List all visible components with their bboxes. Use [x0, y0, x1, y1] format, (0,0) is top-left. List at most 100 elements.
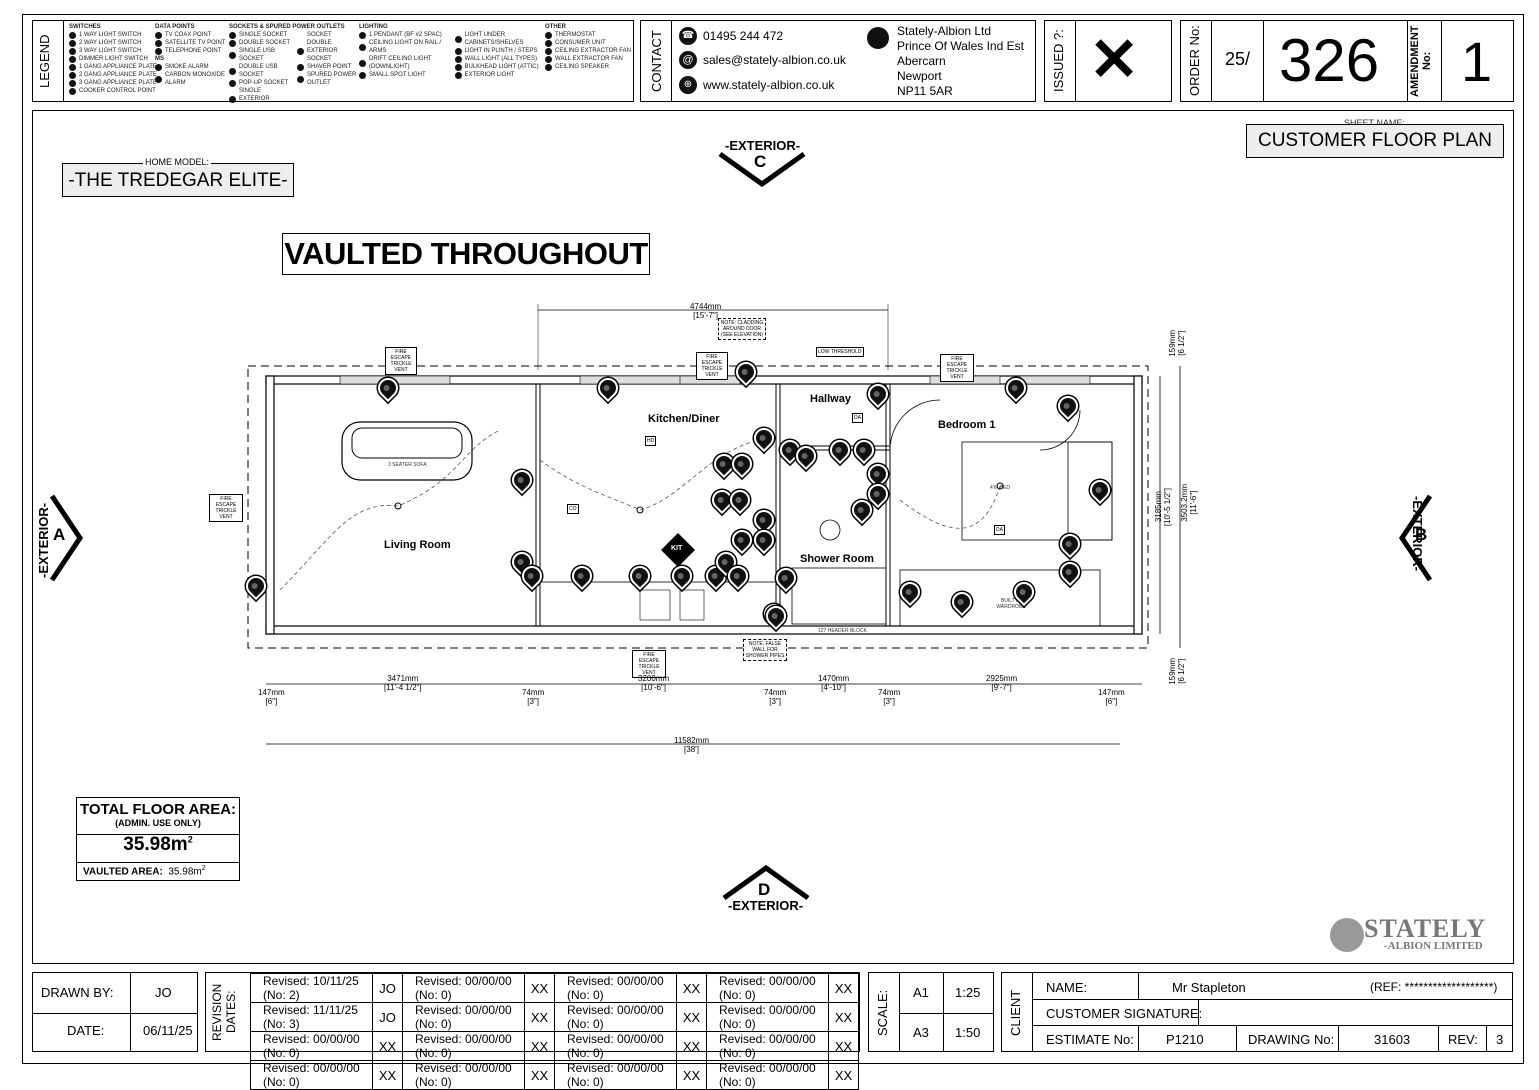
revision-entry: Revised: 00/00/00 (No: 0) — [554, 1031, 677, 1061]
exterior-b-label: -EXTERIOR- — [1410, 496, 1425, 572]
email-link[interactable]: sales@stately-albion.co.uk — [703, 53, 846, 67]
room-hallway-label: Hallway — [810, 393, 851, 405]
revision-entry: Revised: 10/11/25 (No: 2) — [250, 973, 373, 1003]
vaulted-box: VAULTED THROUGHOUT — [282, 233, 650, 275]
contact-panel: CONTACT ☎ 01495 244 472 @ sales@stately-… — [640, 20, 1036, 102]
legend-symbol-icon — [454, 55, 462, 63]
legend-symbol-icon — [229, 79, 236, 87]
legend-sockets: SOCKETS & SPURED POWER OUTLETS SINGLE SO… — [229, 23, 359, 103]
legend-switches-heading: SWITCHES — [69, 24, 101, 30]
legend-symbol-icon — [297, 47, 304, 55]
address-line-1: Prince Of Wales Ind Est — [897, 39, 1024, 53]
fire-escape-note-5: FIRE ESCAPE TRICKLE VENT — [632, 650, 666, 678]
room-living-label: Living Room — [384, 539, 451, 551]
web-row: ⊕ www.stately-albion.co.uk — [679, 76, 834, 94]
address-line-3: Newport — [897, 69, 942, 83]
scale-label: SCALE: — [875, 989, 890, 1037]
legend-item: DOUBLE EXTERIOR SOCKET — [297, 39, 359, 63]
phone-icon: ☎ — [679, 27, 697, 45]
legend-item: 2 WAY LIGHT SWITCH — [69, 39, 159, 47]
legend-symbol-icon — [69, 55, 76, 63]
revision-initials: XX — [524, 1031, 555, 1061]
sofa-label: 3 SEATER SOFA — [388, 462, 427, 468]
logo-emblem-icon — [1330, 918, 1364, 952]
order-prefix: 25/ — [1225, 49, 1251, 69]
revision-entry: Revised: 00/00/00 (No: 0) — [402, 973, 525, 1003]
revision-panel: REVISION DATES: Revised: 10/11/25 (No: 2… — [205, 972, 860, 1090]
exterior-b-letter: B — [1415, 525, 1428, 544]
floor-area-sub: (ADMIN. USE ONLY) — [115, 818, 201, 828]
room-shower-label: Shower Room — [800, 553, 874, 565]
globe-icon: ⊕ — [679, 76, 697, 94]
revision-entry: Revised: 00/00/00 (No: 0) — [402, 1002, 525, 1032]
legend-item: 3 WAY LIGHT SWITCH — [69, 47, 159, 55]
legend-item: 1 WAY LIGHT SWITCH — [69, 31, 159, 39]
legend-symbol-icon — [69, 79, 76, 87]
legend-item: WALL EXTRACTOR FAN — [545, 55, 631, 63]
legend-symbol-icon — [297, 63, 304, 71]
home-model-label: HOME MODEL: — [143, 157, 212, 167]
logo-line-2: -ALBION LIMITED — [1384, 940, 1483, 952]
signature-label: CUSTOMER SIGNATURE: — [1046, 1006, 1203, 1021]
legend-symbol-icon — [155, 63, 162, 71]
dim-end1: 147mm[6"] — [258, 688, 285, 706]
dim-right4: 159mm[6 1/2"] — [1168, 658, 1186, 685]
address-line-4: NP11 5AR — [897, 84, 953, 98]
revision-initials: XX — [524, 1002, 555, 1032]
vaulted-area: VAULTED AREA: 35.98m2 — [83, 865, 206, 878]
legend-symbol-icon — [69, 39, 76, 47]
revision-entry: Revised: 00/00/00 (No: 0) — [402, 1060, 525, 1090]
web-link[interactable]: www.stately-albion.co.uk — [703, 78, 835, 92]
legend-other-heading: OTHER — [545, 24, 566, 30]
legend-symbol-icon — [229, 51, 236, 59]
sheet-name-box: CUSTOMER FLOOR PLAN — [1246, 124, 1504, 158]
legend-item: 1 PENDANT (BF #2 SPAC) — [359, 31, 449, 39]
drawn-by-panel: DRAWN BY: JO DATE: 06/11/25 — [32, 972, 198, 1052]
revision-initials: XX — [676, 973, 707, 1003]
legend-symbol-icon — [545, 47, 552, 55]
exterior-a-letter: A — [53, 525, 66, 544]
revision-initials: XX — [828, 1002, 859, 1032]
date-label: DATE: — [67, 1023, 105, 1038]
dim-wall1: 74mm[3"] — [522, 688, 545, 706]
legend-item: SPURED POWER OUTLET — [297, 71, 359, 87]
legend-lighting: LIGHTING 1 PENDANT (BF #2 SPAC)CEILING L… — [359, 23, 544, 79]
floor-area-value: 35.98m2 — [123, 834, 193, 855]
legend-sockets-heading: SOCKETS & SPURED POWER OUTLETS — [229, 24, 345, 30]
legend-symbol-icon — [297, 75, 304, 83]
logo-line-1: STATELY — [1364, 914, 1487, 943]
legend-item: CARBON MONOXIDE ALARM — [155, 71, 245, 87]
legend-data-heading: DATA POINTS — [155, 24, 195, 30]
phone-number[interactable]: 01495 244 472 — [703, 29, 784, 43]
client-name: Mr Stapleton — [1172, 980, 1246, 995]
legend-symbol-icon — [155, 39, 162, 47]
legend-symbol-icon — [155, 31, 162, 39]
signature-field[interactable] — [1200, 1000, 1510, 1024]
revision-entry: Revised: 00/00/00 (No: 0) — [706, 973, 829, 1003]
client-name-label: NAME: — [1046, 980, 1088, 995]
revision-initials: XX — [524, 1060, 555, 1090]
client-ref: (REF: *******************) — [1370, 980, 1498, 994]
bed-label: 4'6" BED — [990, 485, 1010, 491]
legend-item: LIGHT UNDER CABINETS/SHELVES — [454, 31, 545, 47]
exterior-a-label: -EXTERIOR- — [36, 502, 51, 578]
legend-item: DIMMER LIGHT SWITCH — [69, 55, 159, 63]
exterior-c-label: -EXTERIOR- — [725, 138, 801, 153]
dim-seg1: 3471mm[11'-4 1/2"] — [384, 674, 422, 692]
da-tag-2: DA — [994, 525, 1005, 535]
legend-item: CEILING SPEAKER — [545, 63, 631, 71]
legend-symbol-icon — [69, 47, 76, 55]
hd-tag: HD — [645, 436, 657, 446]
revision-entry: Revised: 00/00/00 (No: 0) — [554, 1002, 677, 1032]
issued-panel: ISSUED ?: ✕ — [1044, 20, 1172, 102]
revision-entry: Revised: 00/00/00 (No: 0) — [554, 973, 677, 1003]
revision-initials: XX — [676, 1031, 707, 1061]
revision-label: REVISION DATES: — [210, 983, 238, 1041]
exterior-d-letter: D — [758, 880, 771, 899]
location-icon — [867, 27, 889, 49]
revision-initials: XX — [828, 1031, 859, 1061]
scale-a1-value: 1:25 — [955, 985, 981, 1000]
revision-initials: XX — [676, 1060, 707, 1090]
